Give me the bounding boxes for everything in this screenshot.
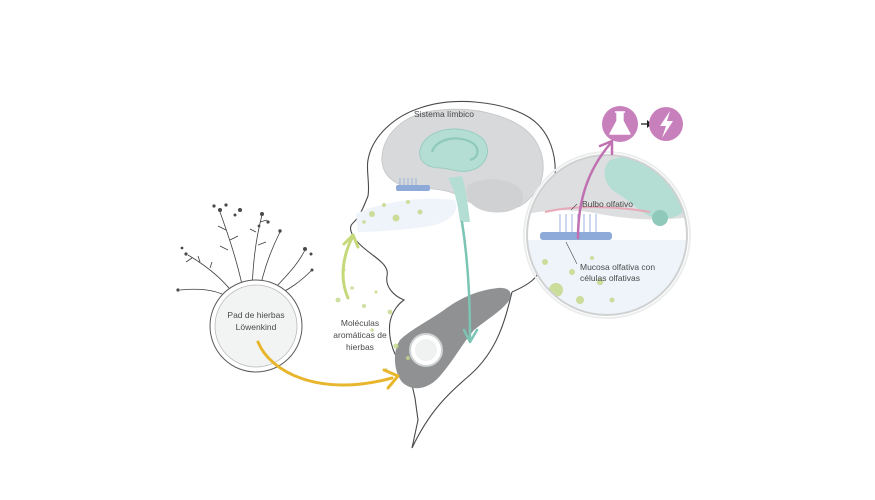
label-limbic-system: Sistema límbico xyxy=(414,109,474,119)
label-olfactory-bulb: Bulbo olfativo xyxy=(582,199,633,209)
cerebellum xyxy=(466,179,524,213)
label-aromatic-molecules-line3: hierbas xyxy=(346,342,374,352)
zoom-mucosa-band xyxy=(540,232,612,240)
herb-pad-loewenkind: Pad de hierbas Löwenkind xyxy=(176,203,314,373)
herb-flowers xyxy=(176,203,314,292)
label-aromatic-molecules-line2: aromáticas de xyxy=(333,330,387,340)
zoom-limbic-node xyxy=(652,210,668,226)
olfactory-nerve-fibers xyxy=(399,178,417,186)
zoom-olfactory-bulb xyxy=(544,206,651,213)
label-olfactory-mucosa-line1: Mucosa olfativa con xyxy=(580,262,655,272)
label-herb-pad-line1: Pad de hierbas xyxy=(227,310,284,320)
neck-back-line xyxy=(411,291,513,449)
label-herb-pad-line2: Löwenkind xyxy=(236,322,277,332)
leader-olfactory-bulb xyxy=(570,203,578,211)
olfactory-mucosa xyxy=(396,185,430,191)
arrow-molecules-to-nose xyxy=(341,233,360,300)
label-olfactory-mucosa-line2: células olfativas xyxy=(580,273,640,283)
label-aromatic-molecules-line1: Moléculas xyxy=(341,318,379,328)
arrow-pad-to-collar xyxy=(256,340,400,390)
nasal-cavity-area xyxy=(356,198,457,232)
arrow-bulb-to-signal xyxy=(576,139,614,240)
nasal-molecule-dots xyxy=(362,200,423,224)
herb-pad-inner xyxy=(415,339,437,361)
zoom-molecule-dots xyxy=(542,256,615,304)
zoom-detail: Bulbo olfativo Mucosa olfativa con célul… xyxy=(523,151,691,319)
neck-collar xyxy=(394,287,511,389)
lightning-icon xyxy=(649,107,683,141)
flask-icon xyxy=(602,106,638,142)
herb-pad-ring xyxy=(214,284,298,368)
leader-olfactory-mucosa xyxy=(565,241,578,265)
nasal-cavity xyxy=(356,178,457,232)
arrow-brain-to-neck xyxy=(460,220,479,344)
brainstem xyxy=(448,176,470,222)
zoom-circle-border xyxy=(526,154,688,316)
limbic-inner-arc xyxy=(430,137,479,162)
